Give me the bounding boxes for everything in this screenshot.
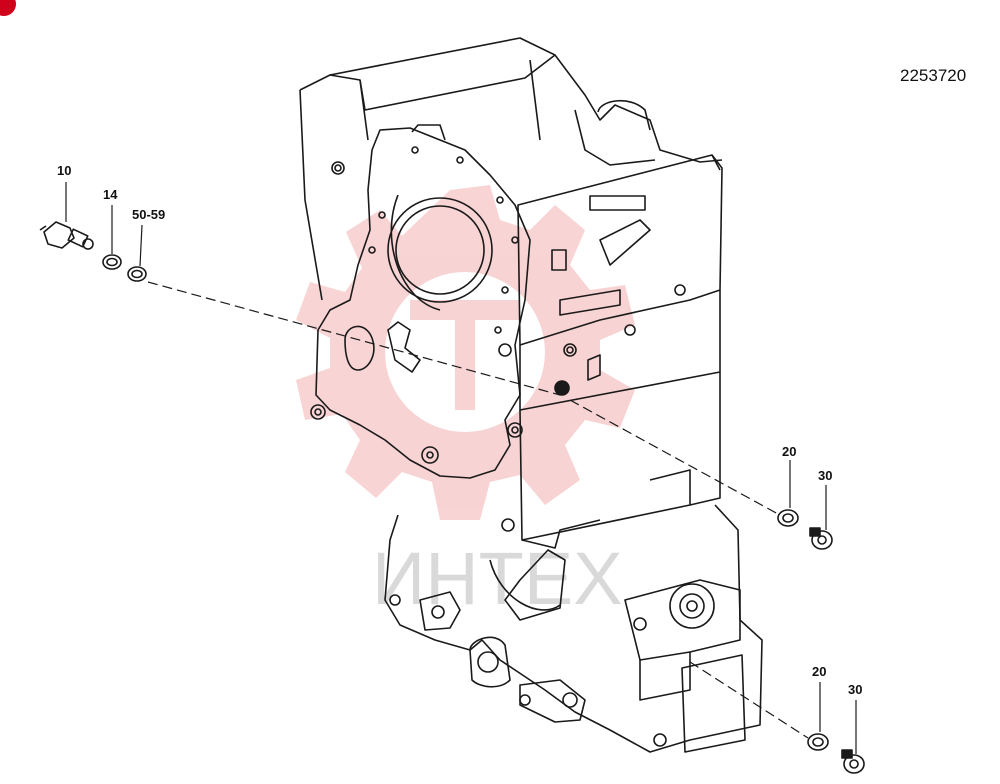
lower-housing bbox=[384, 504, 763, 753]
callout-14: 14 bbox=[103, 187, 118, 202]
callout-10: 10 bbox=[57, 163, 72, 178]
housing-top-cover bbox=[299, 37, 723, 163]
washer-14 bbox=[102, 254, 122, 270]
assembly-line-upper bbox=[569, 399, 779, 515]
washer-20-lower bbox=[807, 733, 829, 751]
callout-30-lower: 30 bbox=[848, 682, 863, 697]
sensor-10 bbox=[39, 221, 94, 250]
assembly-line-lower bbox=[689, 661, 809, 739]
callout-30-upper: 30 bbox=[818, 468, 833, 483]
front-flange bbox=[315, 127, 531, 479]
pump-boss bbox=[624, 579, 741, 661]
assembly-line-sensor bbox=[147, 281, 561, 396]
plug-30-upper bbox=[809, 527, 833, 550]
watermark-gear-icon bbox=[296, 185, 635, 520]
document-number: 2253720 bbox=[900, 66, 967, 85]
corner-badge-icon bbox=[0, 0, 16, 16]
leader-50-59 bbox=[139, 224, 143, 267]
callout-50-59: 50-59 bbox=[132, 207, 166, 222]
plug-30-lower bbox=[841, 749, 865, 774]
washer-20-upper bbox=[777, 509, 799, 527]
callout-20-upper: 20 bbox=[782, 444, 797, 459]
shim-50-59 bbox=[127, 266, 147, 282]
fitting-boss bbox=[469, 636, 511, 688]
transmission-housing bbox=[299, 37, 723, 549]
callout-20-lower: 20 bbox=[812, 664, 827, 679]
